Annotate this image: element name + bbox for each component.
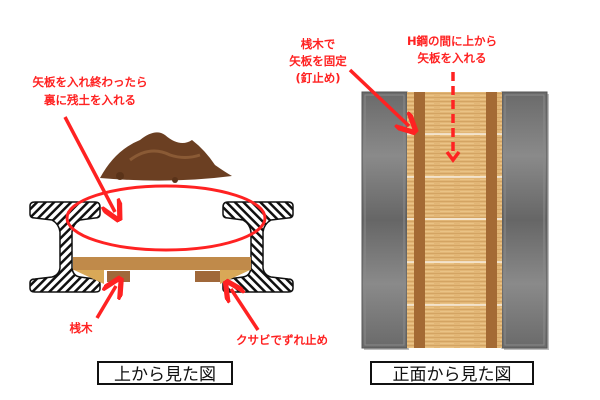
batten-right	[195, 271, 220, 282]
front-view-caption: 正面から見た図	[393, 365, 512, 385]
wedge-label: クサビでずれ止め	[236, 333, 328, 347]
arrow-insert-head	[445, 150, 461, 163]
fix-note-line1: 桟木で	[301, 37, 336, 51]
batten-label: 桟木	[70, 321, 93, 335]
top-view-caption-box	[97, 361, 233, 385]
insert-note-line2: 矢板を入れる	[418, 51, 487, 65]
batten-left	[107, 271, 130, 282]
batten-strip-left	[414, 92, 425, 348]
sheet-pile-plank	[73, 257, 251, 270]
fix-note-line2: 矢板を固定	[289, 54, 347, 68]
backfill-note-line1: 矢板を入れ終わったら	[33, 75, 148, 89]
wedge-left	[74, 270, 104, 284]
h-beam-left	[29, 201, 101, 293]
backfill-area-ellipse	[65, 184, 267, 252]
h-beam-right	[222, 201, 294, 293]
steel-beam-left	[361, 91, 409, 350]
front-view-caption-box	[370, 361, 534, 385]
top-view-caption: 上から見た図	[114, 365, 216, 385]
backfill-note-line2: 裏に残土を入れる	[43, 93, 136, 107]
arrow-wedge	[231, 289, 260, 331]
insert-note-line1: H鋼の間に上から	[407, 34, 497, 48]
fix-note-line3: (釘止め)	[295, 71, 340, 85]
arrow-fix	[348, 68, 409, 126]
steel-beam-right	[501, 91, 549, 350]
soil-pile	[100, 132, 232, 183]
arrow-batten	[95, 286, 116, 319]
arrow-backfill	[63, 116, 115, 212]
batten-strip-right	[486, 92, 497, 348]
